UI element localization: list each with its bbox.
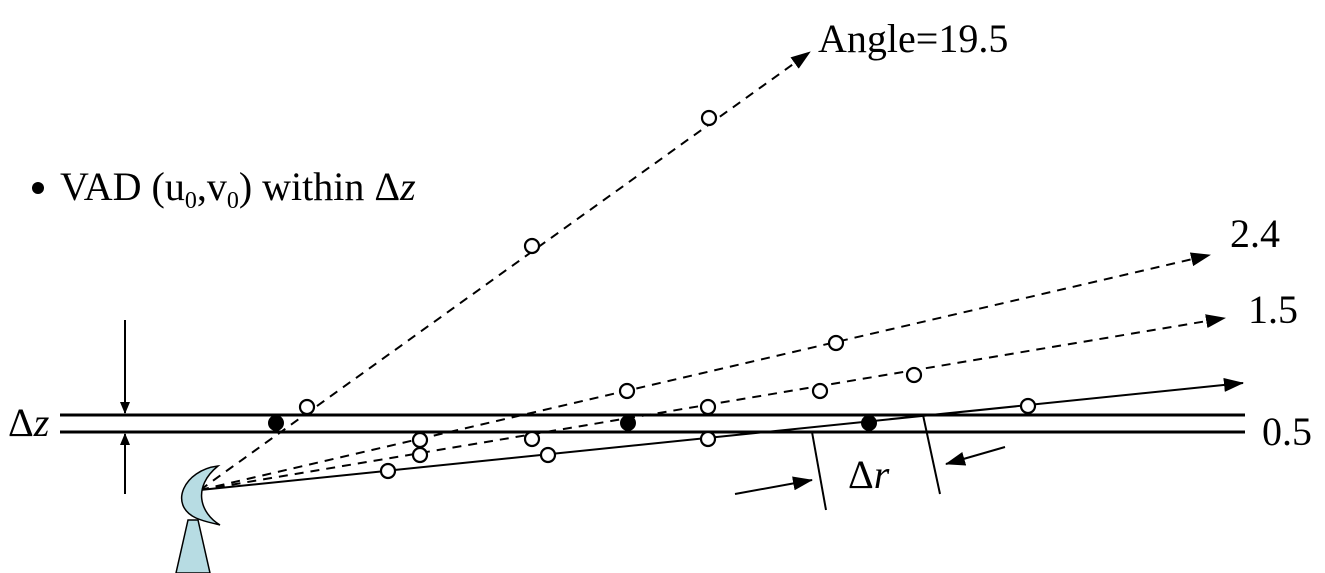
obs-point [811, 382, 829, 400]
obs-point [699, 398, 717, 416]
radar-tower [175, 519, 211, 573]
delta-r-arrow-right [945, 446, 1006, 466]
obs-point [379, 462, 397, 480]
obs-point [523, 237, 541, 255]
angle-label-0-5: 0.5 [1262, 409, 1312, 454]
legend-text: VAD (u0,v0) within Δz [60, 164, 416, 214]
obs-point [523, 430, 541, 448]
obs-point [905, 366, 923, 384]
legend-mid: ,v [197, 164, 227, 209]
obs-point [618, 382, 636, 400]
obs-point [700, 109, 718, 127]
beam-19-5 [199, 51, 811, 491]
delta-z-var: z [33, 400, 50, 445]
obs-point [1019, 397, 1037, 415]
obs-point [699, 430, 717, 448]
vad-point [268, 415, 284, 431]
delta-r-tick-right [922, 414, 941, 495]
legend: VAD (u0,v0) within Δz [32, 164, 416, 214]
vad-points [268, 415, 877, 431]
beam-0-5 [199, 377, 1244, 491]
obs-point [411, 446, 429, 464]
beam-2-4 [199, 252, 1211, 491]
obs-point [539, 446, 557, 464]
legend-suffix: ) within Δ [239, 164, 400, 209]
delta-r-arrow-left [734, 476, 813, 495]
delta-z-label: Δz [8, 400, 50, 445]
delta-z-symbol: Δ [8, 400, 34, 445]
obs-point [411, 431, 429, 449]
legend-var: z [399, 164, 416, 209]
delta-r-symbol: Δ [848, 452, 874, 497]
legend-dot [32, 182, 44, 194]
radar-dish [180, 464, 221, 526]
legend-sub0: 0 [185, 188, 197, 214]
angle-label-2-4: 2.4 [1230, 211, 1280, 256]
angle-label-19-5: Angle=19.5 [818, 16, 1008, 61]
delta-r-var: r [874, 452, 890, 497]
obs-point [298, 398, 316, 416]
delta-r-label: Δr [848, 452, 890, 497]
legend-prefix: VAD (u [60, 164, 185, 209]
obs-point [827, 334, 845, 352]
vad-point [620, 415, 636, 431]
observation-points [298, 109, 1037, 480]
angle-label-1-5: 1.5 [1248, 287, 1298, 332]
legend-sub1: 0 [227, 188, 239, 214]
radar-dish-icon [175, 464, 221, 573]
delta-r-tick-left [811, 431, 827, 511]
vad-point [861, 415, 877, 431]
